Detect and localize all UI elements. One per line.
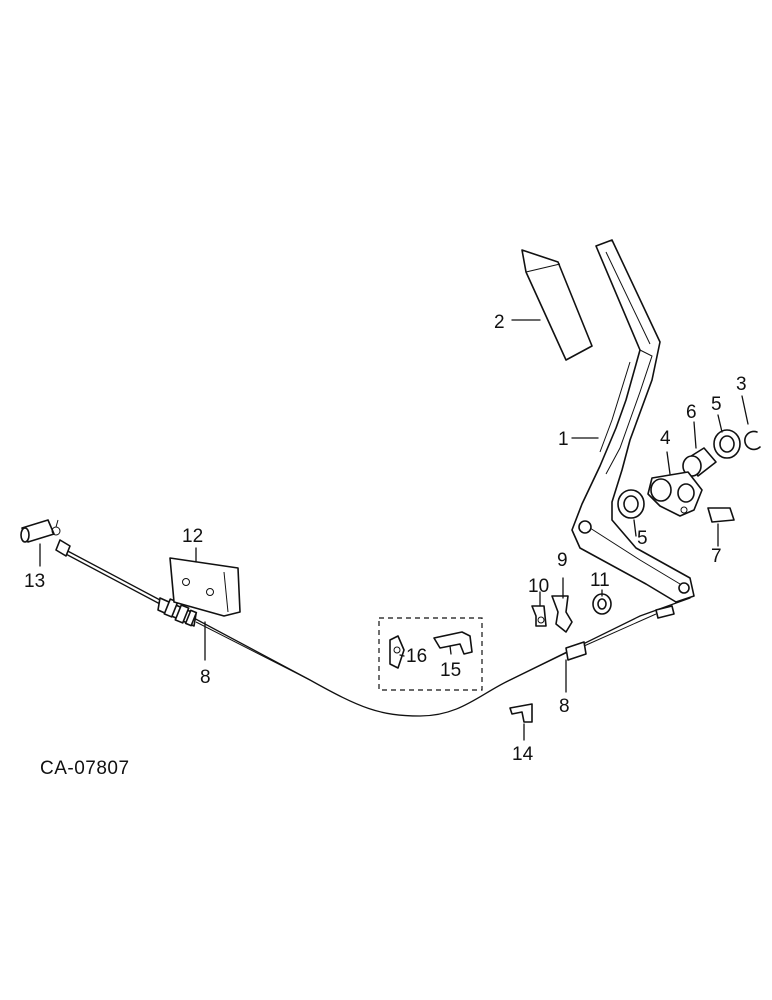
callout-16: 16 <box>406 646 427 667</box>
callout-13: 13 <box>24 571 45 592</box>
pedal-pad-part <box>521 249 593 361</box>
callout-11: 11 <box>590 570 610 591</box>
clip-part-14 <box>509 703 533 723</box>
callout-15: 15 <box>440 660 461 681</box>
mounting-plate-part <box>169 557 241 617</box>
washer-lower-part <box>617 489 645 519</box>
pivot-bracket-part <box>647 471 703 517</box>
callout-1: 1 <box>558 429 569 450</box>
callout-8-right: 8 <box>559 696 570 717</box>
callout-12: 12 <box>182 526 203 547</box>
bracket-part-9 <box>551 595 573 633</box>
optional-parts-box <box>378 617 483 691</box>
callout-2: 2 <box>494 312 505 333</box>
callout-7: 7 <box>711 546 722 567</box>
clip-part-10 <box>531 605 547 627</box>
callout-5-upper: 5 <box>711 394 722 415</box>
leader-lines <box>39 319 749 741</box>
bushing-part <box>682 447 717 477</box>
callout-3: 3 <box>736 374 747 395</box>
callout-9: 9 <box>557 550 568 571</box>
callout-14: 14 <box>512 744 534 765</box>
nut-part <box>592 593 612 615</box>
cable-part <box>61 547 691 717</box>
cable-end-part <box>20 519 71 557</box>
callout-6: 6 <box>686 402 697 423</box>
callout-5-lower: 5 <box>637 528 648 549</box>
callout-10: 10 <box>528 576 549 597</box>
callout-8-left: 8 <box>200 667 211 688</box>
figure-code: CA-07807 <box>40 758 130 779</box>
pad-part <box>707 507 735 523</box>
snap-ring-part <box>744 430 761 451</box>
washer-upper-part <box>713 429 741 459</box>
callout-4: 4 <box>660 428 671 449</box>
pedal-arm-part <box>571 239 695 603</box>
